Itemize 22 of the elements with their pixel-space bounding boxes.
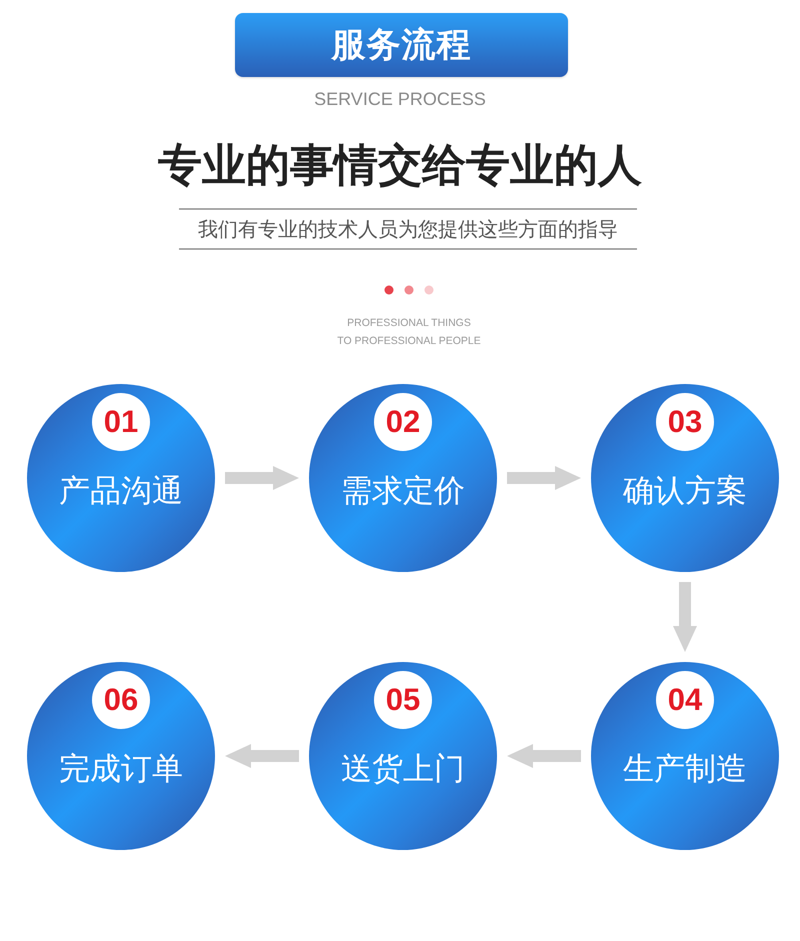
arrow (507, 744, 581, 768)
description-text: 我们有专业的技术人员为您提供这些方面的指导 (197, 218, 619, 243)
step-number: 06 (92, 671, 150, 729)
step-number: 05 (374, 671, 432, 729)
step-name: 确认方案 (622, 473, 748, 509)
title-banner: 服务流程 (235, 13, 568, 77)
slogan-text: PROFESSIONAL THINGS TO PROFESSIONAL PEOPLE (336, 316, 482, 349)
arrow (225, 744, 299, 768)
arrow (673, 582, 697, 652)
step-number: 01 (92, 393, 150, 451)
subtitle-text: SERVICE PROCESS (313, 88, 487, 111)
step-number: 02 (374, 393, 432, 451)
step-name: 送货上门 (340, 751, 466, 787)
step-number: 04 (656, 671, 714, 729)
heading-text: 专业的事情交给专业的人 (157, 140, 643, 192)
step-name: 需求定价 (340, 473, 466, 509)
step-name: 生产制造 (622, 751, 748, 787)
step-name: 完成订单 (58, 751, 184, 787)
arrow (225, 466, 299, 490)
step-name: 产品沟通 (58, 473, 184, 509)
step-number: 03 (656, 393, 714, 451)
arrow (507, 466, 581, 490)
